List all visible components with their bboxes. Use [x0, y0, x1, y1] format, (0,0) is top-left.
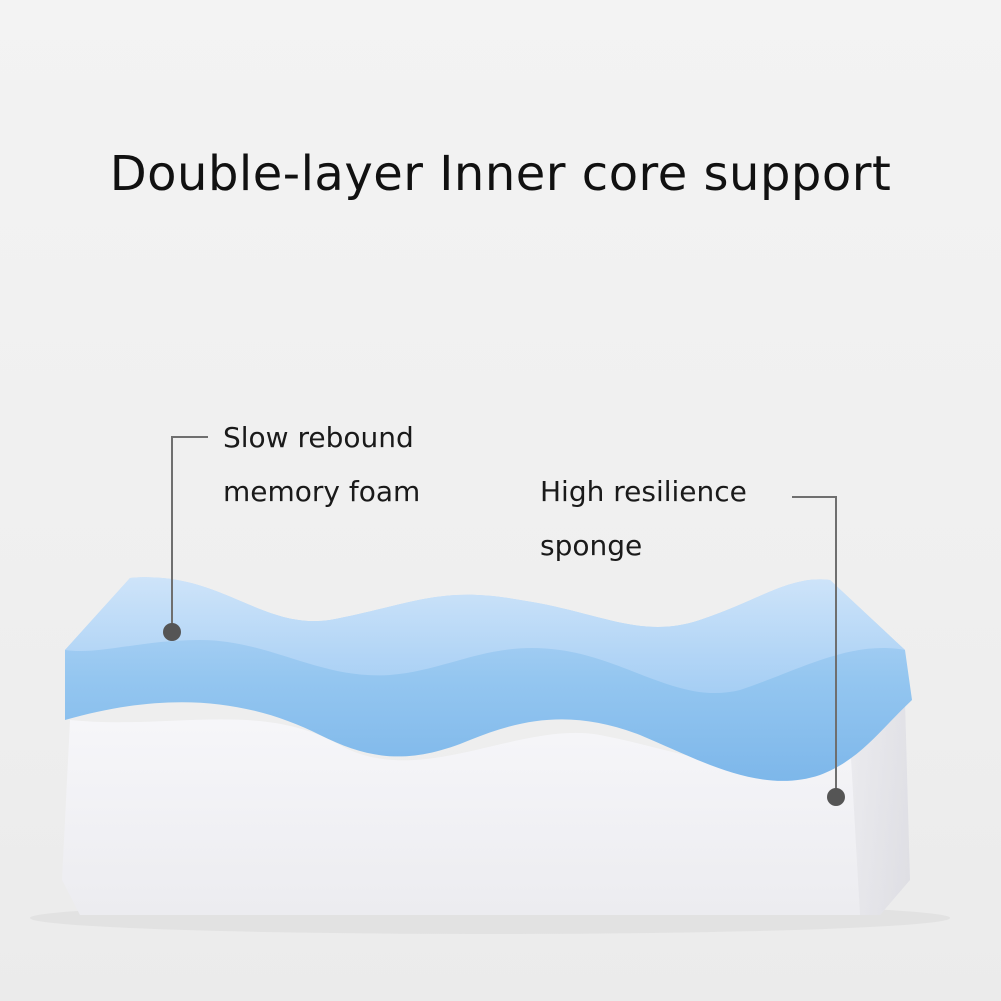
page-title: Double-layer Inner core support: [109, 146, 892, 202]
high-resilience-sponge-layer: [62, 700, 910, 915]
sponge-callout-line1: High resilience: [540, 475, 747, 508]
memory-foam-callout-line1: Slow rebound: [223, 421, 414, 454]
memory-foam-callout-line2: memory foam: [223, 475, 421, 508]
sponge-callout-line2: sponge: [540, 529, 643, 562]
bottom-layer-leader-line: [792, 496, 837, 797]
sponge-side-face: [850, 700, 910, 915]
top-layer-marker-dot: [163, 623, 181, 641]
bottom-layer-marker-dot: [827, 788, 845, 806]
memory-foam-callout: Slow rebound memory foam: [223, 411, 420, 519]
sponge-callout: High resilience sponge: [540, 465, 747, 573]
memory-foam-top-surface: [65, 577, 905, 694]
top-layer-leader-line: [171, 436, 208, 632]
